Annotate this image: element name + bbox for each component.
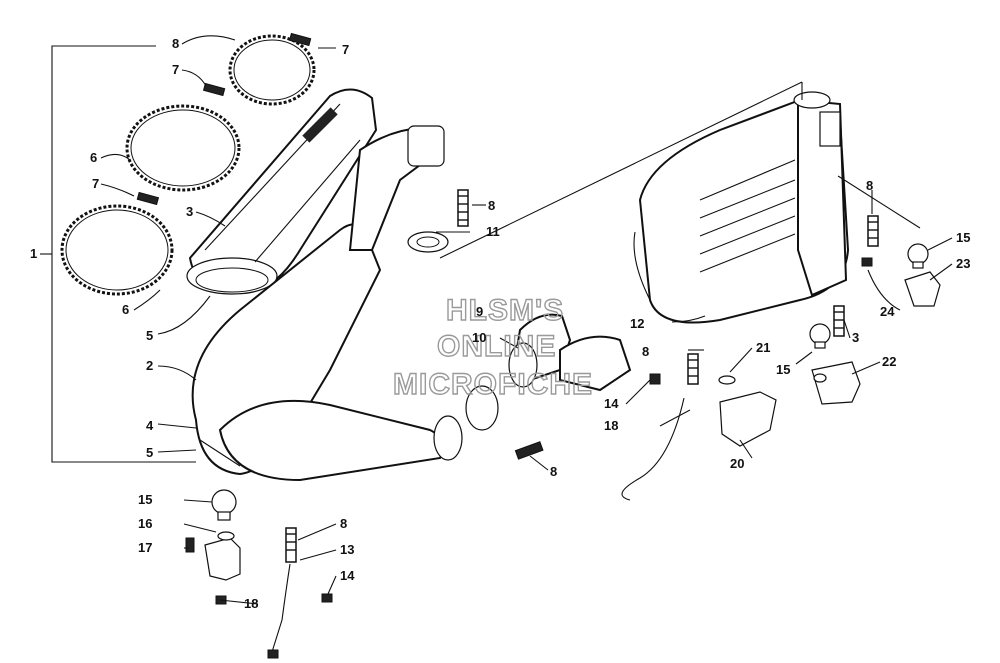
callout-15: 15 [776, 362, 790, 377]
grommet-left [211, 489, 237, 521]
callout-18: 18 [244, 596, 258, 611]
callout-6: 6 [90, 150, 97, 165]
callout-7: 7 [92, 176, 99, 191]
spring-upper-pipe [457, 189, 469, 227]
cable-13 [271, 563, 291, 653]
small-spring-2 [202, 82, 226, 97]
gasket-ring [407, 231, 449, 253]
callout-23: 23 [956, 256, 970, 271]
callout-9: 9 [476, 304, 483, 319]
muffler-canister [186, 88, 378, 295]
callout-8: 8 [340, 516, 347, 531]
small-spring-3 [136, 191, 160, 206]
bracket-left [185, 531, 241, 581]
exhaust-manifold [465, 313, 632, 431]
spring-center [687, 353, 699, 385]
callout-15: 15 [138, 492, 152, 507]
ring-clamp-middle [125, 104, 241, 192]
expansion-chamber [191, 125, 463, 482]
callout-12: 12 [630, 316, 644, 331]
small-spring-1 [288, 32, 312, 47]
grommet-right-mid [809, 323, 831, 349]
callout-17: 17 [138, 540, 152, 555]
bracket-right-upper [861, 257, 941, 307]
callout-20: 20 [730, 456, 744, 471]
bracket-center [649, 373, 777, 447]
callout-11: 11 [486, 224, 500, 239]
callout-5: 5 [146, 328, 153, 343]
callout-2: 2 [146, 358, 153, 373]
callout-24: 24 [880, 304, 895, 319]
callout-1: 1 [30, 246, 37, 261]
grommet-right-top [907, 243, 929, 269]
callout-14: 14 [340, 568, 355, 583]
callout-15: 15 [956, 230, 970, 245]
cable-19 [621, 397, 685, 501]
callout-7: 7 [342, 42, 349, 57]
leader-lines [100, 35, 953, 605]
callout-8: 8 [488, 198, 495, 213]
callout-22: 22 [882, 354, 896, 369]
callout-8: 8 [550, 464, 557, 479]
callout-8: 8 [866, 178, 873, 193]
spring-right-top [867, 215, 879, 247]
spring-right-mid [833, 305, 845, 337]
callout-10: 10 [472, 330, 486, 345]
callout-21: 21 [756, 340, 770, 355]
callout-13: 13 [340, 542, 354, 557]
ring-clamp-bottom [60, 204, 174, 296]
callout-14: 14 [604, 396, 619, 411]
callout-3: 3 [186, 204, 193, 219]
callout-8: 8 [172, 36, 179, 51]
bracket-right-lower [811, 361, 861, 405]
callout-6: 6 [122, 302, 129, 317]
spring-lower-pipe [514, 441, 544, 460]
ring-clamp-top [228, 34, 316, 106]
callout-7: 7 [172, 62, 179, 77]
spring-bottom [285, 527, 297, 563]
callout-16: 16 [138, 516, 152, 531]
callout-18: 18 [604, 418, 618, 433]
watermark-line-3: MICROFICHE [393, 368, 593, 401]
callout-5: 5 [146, 445, 153, 460]
callout-4: 4 [146, 418, 154, 433]
watermark-line-2: ONLINE [437, 330, 556, 363]
callout-3: 3 [852, 330, 859, 345]
assembly-bracket [40, 45, 196, 463]
silencer-box [633, 91, 850, 324]
callout-8: 8 [642, 344, 649, 359]
watermark-line-1: HLSM'S [446, 294, 564, 327]
